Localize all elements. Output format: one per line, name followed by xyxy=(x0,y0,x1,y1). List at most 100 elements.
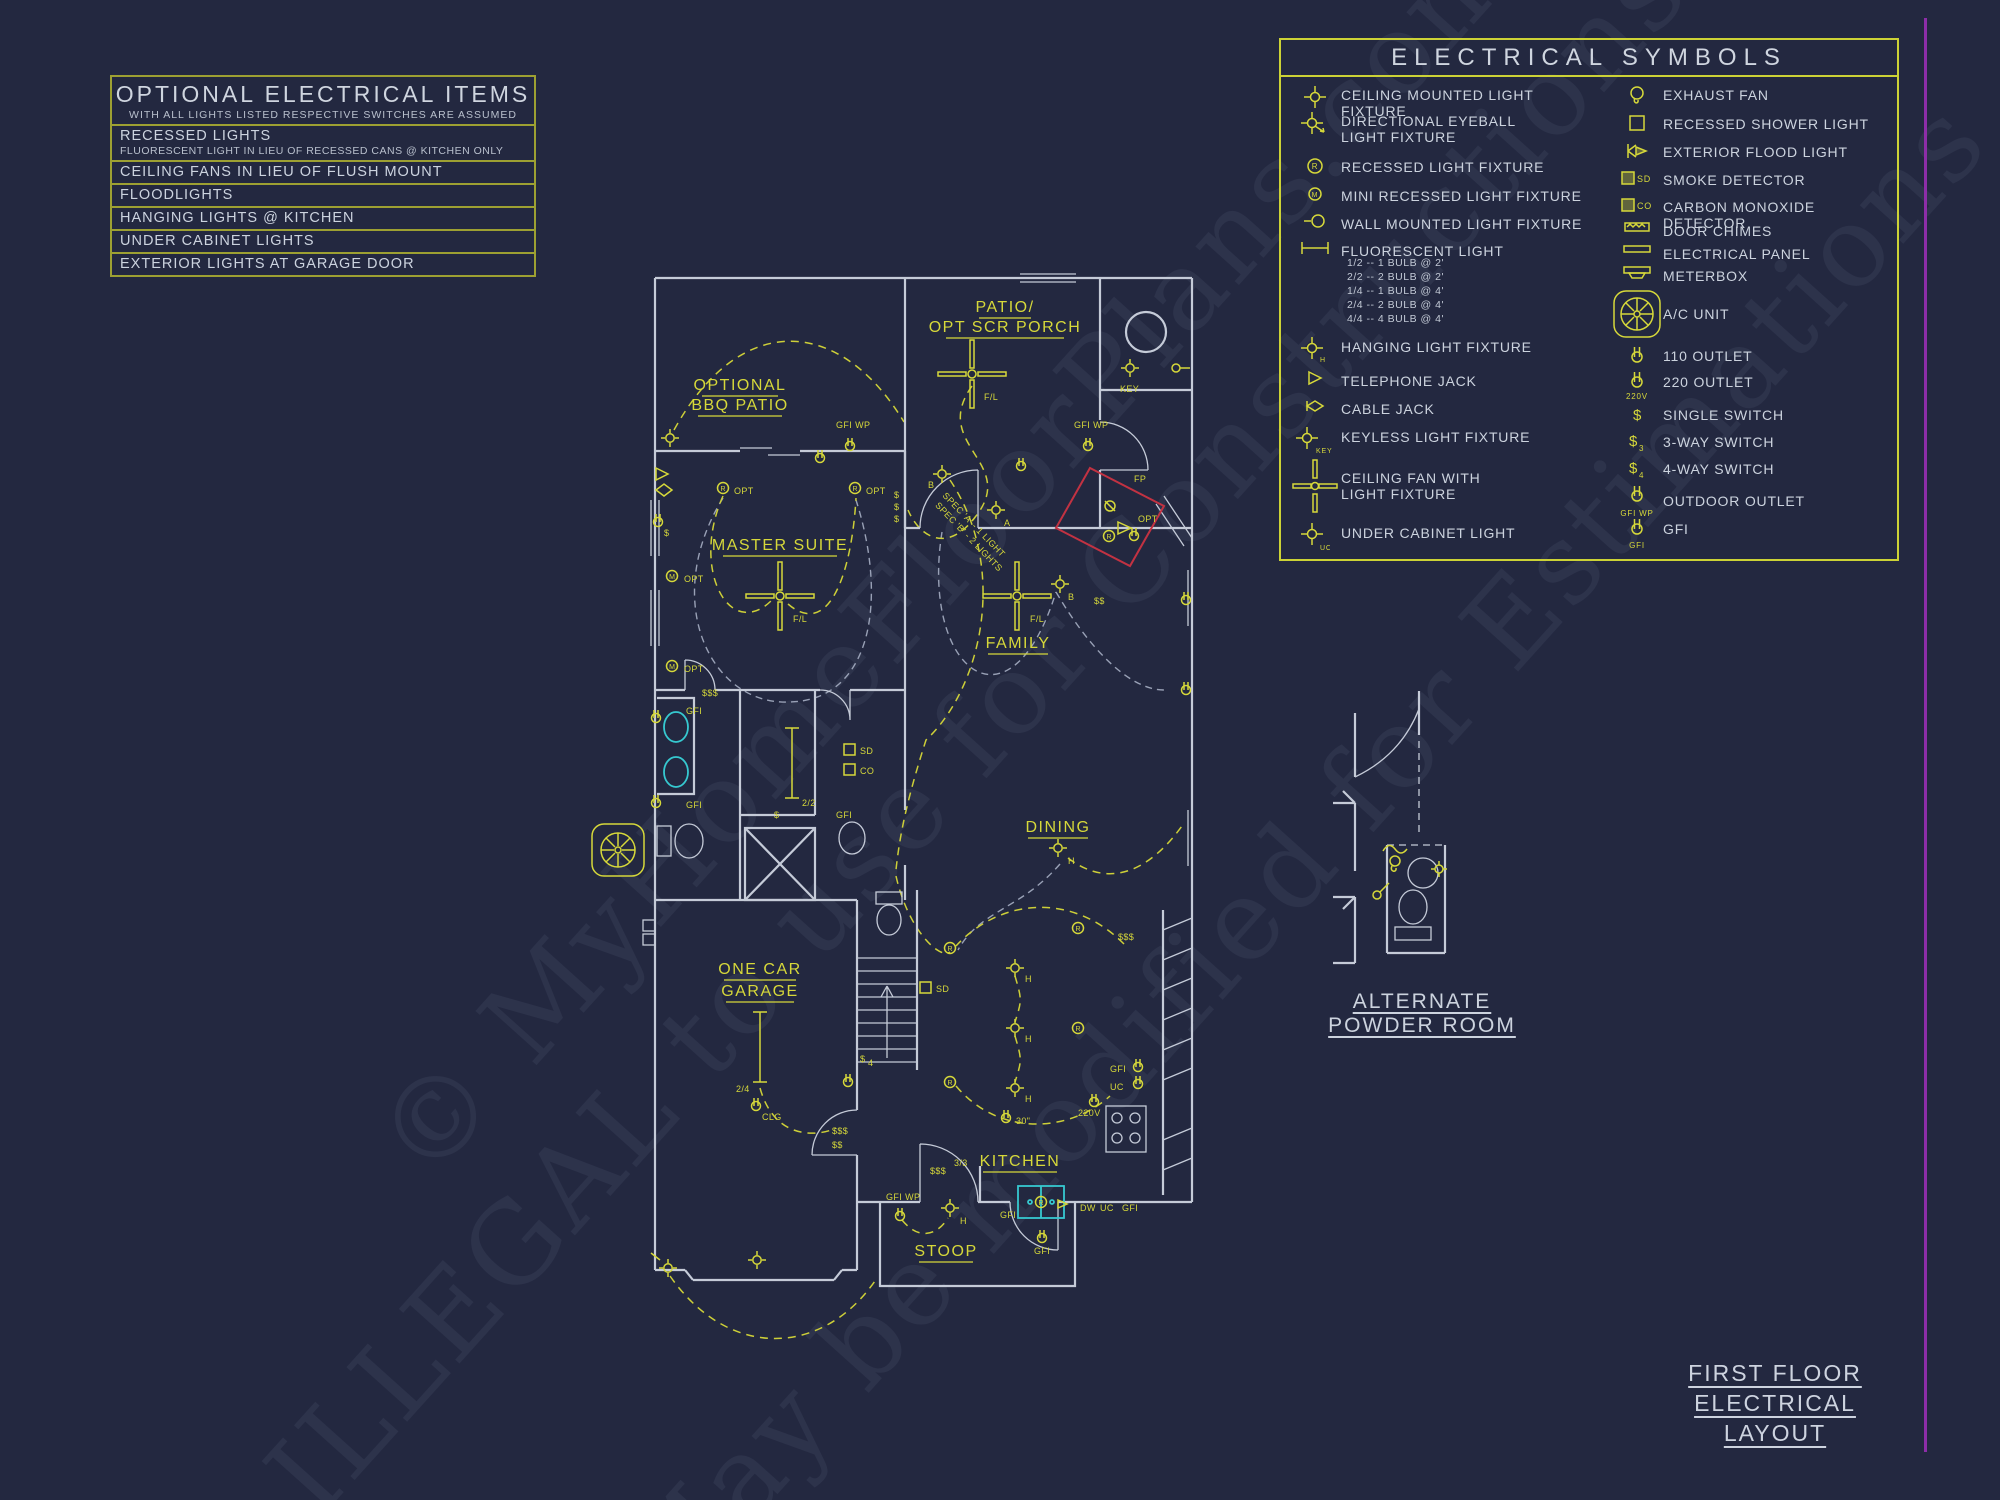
fluorescent-note: 4/4 -- 4 BULB @ 4' xyxy=(1347,313,1444,325)
legend-label: 110 OUTLET xyxy=(1663,348,1753,364)
smoke-detector-icon: SD xyxy=(1611,169,1663,187)
single-switch-icon: $ xyxy=(1611,404,1663,424)
legend-label: OUTDOOR OUTLET xyxy=(1663,493,1805,509)
svg-text:$$$: $$$ xyxy=(832,1126,848,1136)
svg-text:R: R xyxy=(1038,1200,1043,1207)
powder-room-svg xyxy=(1333,691,1447,965)
legend-item: M MINI RECESSED LIGHT FIXTURE xyxy=(1289,185,1582,204)
legend-item: TELEPHONE JACK xyxy=(1289,370,1477,389)
legend-item: A/C UNIT xyxy=(1611,288,1729,340)
sheet-title: FIRST FLOOR ELECTRICAL LAYOUT xyxy=(1640,1358,1910,1448)
svg-text:GFI: GFI xyxy=(836,810,852,820)
electrical-symbols xyxy=(591,339,1192,1278)
svg-text:H: H xyxy=(1025,974,1032,984)
svg-text:2/2: 2/2 xyxy=(802,798,816,808)
row-label: EXTERIOR LIGHTS AT GARAGE DOOR xyxy=(120,256,415,272)
legend-item: FLUORESCENT LIGHT xyxy=(1289,240,1504,259)
legend-label: HANGING LIGHT FIXTURE xyxy=(1341,339,1532,355)
legend-label: DOOR CHIMES xyxy=(1663,223,1773,239)
svg-text:$$$: $$$ xyxy=(702,688,718,698)
svg-text:$: $ xyxy=(1629,433,1638,450)
fluorescent-note: 1/2 -- 1 BULB @ 2' xyxy=(1347,257,1444,269)
room-label-family: FAMILY xyxy=(986,635,1051,652)
svg-text:220V: 220V xyxy=(1626,392,1648,401)
svg-text:220V: 220V xyxy=(1078,1108,1101,1118)
eyeball-light-icon xyxy=(1289,110,1341,138)
legend-label: UNDER CABINET LIGHT xyxy=(1341,525,1516,541)
legend-item: GFI GFI xyxy=(1611,518,1689,552)
recessed-shower-light-icon xyxy=(1611,113,1663,133)
legend-item: KEY KEYLESS LIGHT FIXTURE xyxy=(1289,426,1530,456)
table-row: EXTERIOR LIGHTS AT GARAGE DOOR xyxy=(112,254,534,275)
svg-text:3/3: 3/3 xyxy=(954,1158,968,1168)
door-chimes-icon xyxy=(1611,220,1663,234)
svg-text:$: $ xyxy=(894,514,899,524)
svg-text:OPT: OPT xyxy=(684,664,704,674)
walls xyxy=(653,276,1194,1288)
electrical-panel-icon xyxy=(1611,243,1663,255)
legend-label: RECESSED SHOWER LIGHT xyxy=(1663,116,1869,132)
fireplace xyxy=(1054,466,1166,568)
optional-items-title: OPTIONAL ELECTRICAL ITEMS xyxy=(115,81,531,107)
legend-item: METERBOX xyxy=(1611,265,1748,284)
svg-text:GFI WP: GFI WP xyxy=(1620,509,1653,518)
svg-text:GFI: GFI xyxy=(1110,1064,1126,1074)
svg-text:KEY: KEY xyxy=(1120,384,1139,394)
legend-item: ELECTRICAL PANEL xyxy=(1611,243,1810,262)
legend-label: WALL MOUNTED LIGHT FIXTURE xyxy=(1341,216,1583,232)
svg-text:H: H xyxy=(1025,1094,1032,1104)
svg-text:GFI: GFI xyxy=(686,706,702,716)
legend-item: $3 3-WAY SWITCH xyxy=(1611,431,1774,453)
svg-text:H: H xyxy=(1025,1034,1032,1044)
svg-text:UC: UC xyxy=(1110,1082,1124,1092)
fluorescent-notes: 1/2 -- 1 BULB @ 2' 2/2 -- 2 BULB @ 2' 1/… xyxy=(1347,256,1444,326)
svg-text:$: $ xyxy=(860,1054,865,1064)
svg-text:OPT: OPT xyxy=(1138,514,1158,524)
svg-text:$$$: $$$ xyxy=(930,1166,946,1176)
table-row: FLOODLIGHTS xyxy=(112,185,534,208)
room-label-bbq: BBQ PATIO xyxy=(691,397,788,414)
four-way-switch-icon: $4 xyxy=(1611,458,1663,480)
plumbing-fixtures xyxy=(663,711,1065,1219)
room-labels: OPTIONAL BBQ PATIO PATIO/ OPT SCR PORCH … xyxy=(691,299,1089,1263)
floor-plan-svg: OPTIONAL BBQ PATIO PATIO/ OPT SCR PORCH … xyxy=(591,273,1194,1340)
table-row: CEILING FANS IN LIEU OF FLUSH MOUNT xyxy=(112,162,534,185)
optional-items-table: OPTIONAL ELECTRICAL ITEMS WITH ALL LIGHT… xyxy=(110,75,536,277)
fluorescent-light-icon xyxy=(1289,240,1341,256)
legend-item: R RECESSED LIGHT FIXTURE xyxy=(1289,156,1544,176)
room-label-garage: ONE CAR xyxy=(718,961,801,978)
svg-text:H: H xyxy=(960,1216,967,1226)
svg-text:R: R xyxy=(1075,926,1080,933)
legend-label: FLUORESCENT LIGHT xyxy=(1341,243,1504,259)
legend-label: 3-WAY SWITCH xyxy=(1663,434,1775,450)
plan-details xyxy=(642,273,1193,1251)
legend-label: TELEPHONE JACK xyxy=(1341,373,1477,389)
keyless-light-icon: KEY xyxy=(1289,426,1341,456)
outlet-220-icon: 220V xyxy=(1611,371,1663,403)
legend-label: KEYLESS LIGHT FIXTURE xyxy=(1341,429,1531,445)
exhaust-fan-icon xyxy=(1611,84,1663,110)
powder-room-label: ALTERNATE POWDER ROOM xyxy=(1322,990,1522,1038)
legend-item: RECESSED SHOWER LIGHT xyxy=(1611,113,1869,133)
powder-walls xyxy=(1333,691,1447,965)
legend-label: A/C UNIT xyxy=(1663,306,1730,322)
legend-item: SD SMOKE DETECTOR xyxy=(1611,169,1805,188)
co-detector-icon: CO xyxy=(1611,196,1663,214)
hanging-light-icon: H xyxy=(1289,336,1341,364)
svg-text:30": 30" xyxy=(1016,1116,1030,1126)
outlet-110-icon xyxy=(1611,345,1663,367)
powder-room-detail xyxy=(1325,685,1510,990)
wiring-arcs xyxy=(669,340,1183,1340)
fluorescent-note: 2/2 -- 2 BULB @ 2' xyxy=(1347,271,1444,283)
svg-text:$$: $$ xyxy=(1094,596,1105,606)
legend-item: DIRECTIONAL EYEBALL LIGHT FIXTURE xyxy=(1289,110,1521,145)
svg-text:A: A xyxy=(1004,518,1010,528)
svg-text:B: B xyxy=(928,480,934,490)
svg-text:OPT: OPT xyxy=(866,486,886,496)
legend-item: $4 4-WAY SWITCH xyxy=(1611,458,1774,480)
legend-title: ELECTRICAL SYMBOLS xyxy=(1281,40,1897,77)
svg-text:GFI WP: GFI WP xyxy=(836,420,870,430)
svg-text:R: R xyxy=(852,486,857,493)
exterior-flood-light-icon xyxy=(1611,141,1663,161)
legend-item: UC UNDER CABINET LIGHT xyxy=(1289,522,1515,552)
